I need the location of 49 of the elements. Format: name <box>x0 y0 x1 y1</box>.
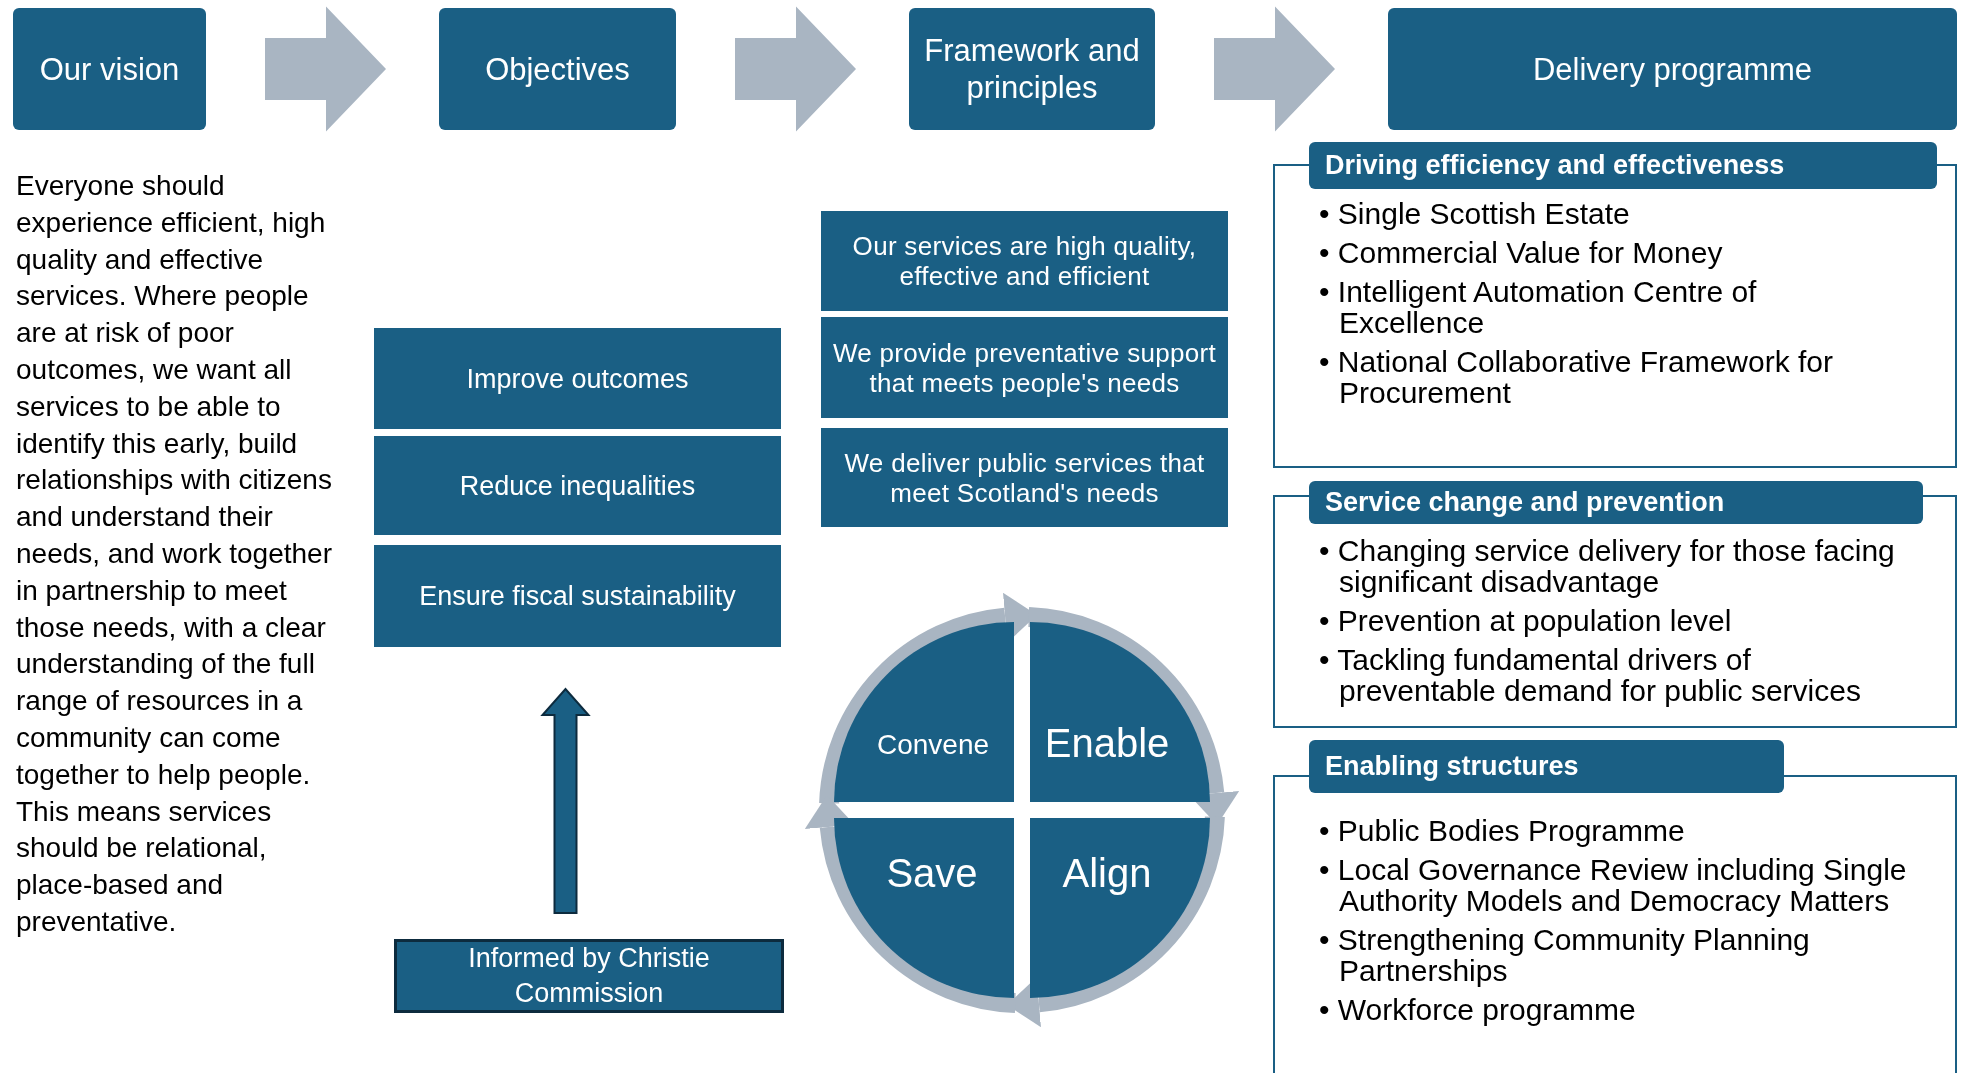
box-label: Ensure fiscal sustainability <box>419 580 736 612</box>
stage-box <box>909 8 1155 130</box>
box-label: Improve outcomes <box>466 362 689 395</box>
quadrant-label: Save <box>886 853 978 893</box>
box-label: Our services are high quality, effective and efficient <box>851 231 1198 291</box>
list-item: • Prevention at population level <box>1319 605 1733 636</box>
block-arrow <box>265 6 386 132</box>
objective-box <box>374 436 781 535</box>
quadrant-shape <box>1030 818 1210 998</box>
quadrant-label: Enable <box>1044 723 1170 763</box>
box-label: We provide preventative support that meets people's needs <box>831 337 1218 398</box>
section-heading: Service change and prevention <box>1309 481 1923 524</box>
list-item: • Public Bodies Programme <box>1319 815 1686 846</box>
list-item: • Workforce programme <box>1319 994 1637 1025</box>
principle-box <box>821 428 1228 527</box>
list-item: • Strengthening Community Planning Partnerships <box>1319 924 1811 986</box>
quadrant-label: Align <box>1062 853 1152 893</box>
block-arrow <box>1214 6 1335 132</box>
stage-label: Our vision <box>39 50 180 88</box>
objective-box <box>374 545 781 647</box>
section-heading: Enabling structures <box>1309 740 1784 793</box>
block-arrow <box>540 687 591 914</box>
stage-label: Delivery programme <box>1532 50 1813 88</box>
list-item: • Commercial Value for Money <box>1319 237 1724 268</box>
stage-box <box>13 8 206 130</box>
list-item: • Intelligent Automation Centre of Excellence <box>1319 276 1758 338</box>
box-label: Reduce inequalities <box>459 469 696 502</box>
list-item: • National Collaborative Framework for Procurement <box>1319 346 1835 408</box>
objective-box <box>374 328 781 429</box>
section-heading: Driving efficiency and effectiveness <box>1309 142 1937 189</box>
box-label: Informed by Christie Commission <box>467 942 711 1010</box>
quadrant-shape <box>1030 622 1210 802</box>
principle-box <box>821 211 1228 311</box>
stage-label: Objectives <box>485 50 630 88</box>
list-item: • Local Governance Review including Single Authority Models and Democracy Matters <box>1319 854 1908 916</box>
block-arrow <box>735 6 856 132</box>
quadrant-shape <box>834 818 1014 998</box>
source-box <box>394 939 784 1013</box>
box-label: We deliver public services that meet Scotland's needs <box>843 447 1206 508</box>
stage-box <box>1388 8 1957 130</box>
quadrant-label: Convene <box>876 731 990 759</box>
list-item: • Tackling fundamental drivers of preventable demand for public services <box>1319 644 1862 706</box>
list-item: • Changing service delivery for those facing significant disadvantage <box>1319 535 1896 597</box>
quadrant-shape <box>834 622 1014 802</box>
stage-box <box>439 8 676 130</box>
stage-label: Framework and principles <box>923 32 1141 106</box>
list-item: • Single Scottish Estate <box>1319 198 1631 229</box>
vision-paragraph: Everyone should experience efficient, high quality and effective services. Where people are at risk of poor outcomes, we want all services to be able to identify this early, build relationships with citizens and understand their needs, and work together in partnership to meet those needs, with a clear understanding of the full range of resources in a community can come together to help people. This means services should be relational, place-based and preventative. <box>16 169 333 939</box>
principle-box <box>821 317 1228 418</box>
